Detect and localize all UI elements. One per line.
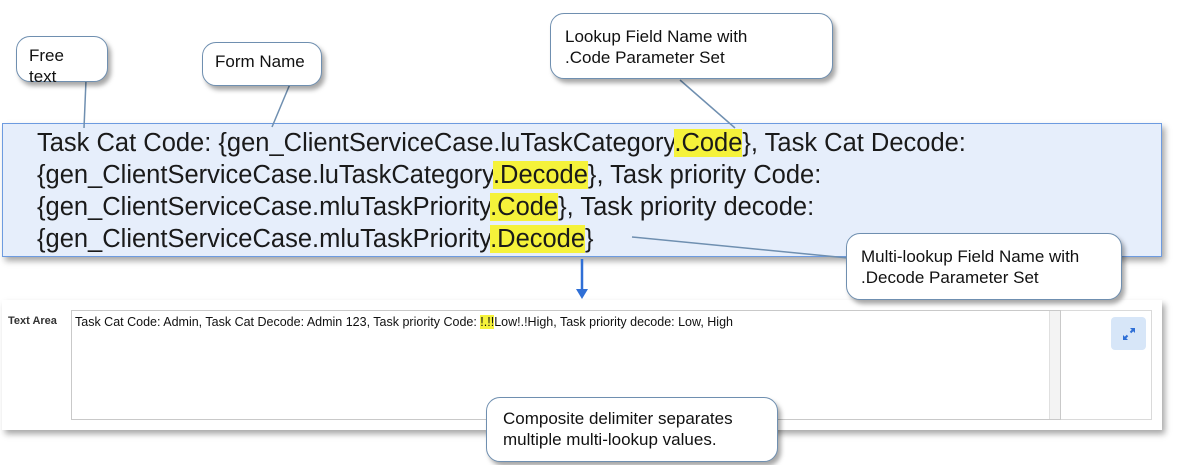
lookup-code-callout: Lookup Field Name with .Code Parameter S…	[550, 13, 833, 79]
text-area-value: Task Cat Code: Admin, Task Cat Decode: A…	[75, 315, 733, 329]
expand-icon	[1122, 327, 1135, 340]
form-name-label: Form Name	[215, 52, 305, 71]
free-text-pointer	[83, 79, 87, 129]
lookup-pointer	[679, 79, 736, 129]
formula-line-4: {gen_ClientServiceCase.mluTaskPriority.D…	[37, 225, 594, 253]
decode-parameter-highlight: .Decode	[492, 161, 588, 189]
text-area-scrollbar[interactable]	[1049, 311, 1060, 419]
multi-lookup-callout-line1: Multi-lookup Field Name with	[861, 247, 1080, 266]
text-area-label: Text Area	[8, 315, 57, 327]
lookup-callout-line2: .Code Parameter Set	[565, 48, 725, 67]
delimiter-callout-line2: multiple multi-lookup values.	[503, 430, 717, 449]
composite-delimiter-callout: Composite delimiter separates multiple m…	[486, 397, 778, 462]
expand-button[interactable]	[1111, 317, 1146, 350]
down-arrow-icon	[576, 259, 588, 299]
decode-parameter-highlight: .Decode	[490, 225, 586, 253]
lookup-callout-line1: Lookup Field Name with	[565, 27, 748, 46]
free-text-label: Free text	[29, 46, 64, 86]
form-name-pointer	[271, 83, 291, 128]
free-text-callout: Free text	[16, 36, 108, 86]
code-parameter-highlight: .Code	[674, 129, 743, 157]
composite-delimiter-highlight: !.!!	[480, 315, 495, 329]
delimiter-callout-line1: Composite delimiter separates	[503, 409, 733, 428]
multi-lookup-pointer	[631, 236, 849, 259]
code-parameter-highlight: .Code	[490, 193, 559, 221]
formula-line-2: {gen_ClientServiceCase.luTaskCategory.De…	[37, 161, 822, 189]
formula-line-1: Task Cat Code: {gen_ClientServiceCase.lu…	[37, 129, 966, 157]
multi-lookup-decode-callout: Multi-lookup Field Name with .Decode Par…	[846, 233, 1122, 300]
text-area-field[interactable]: Task Cat Code: Admin, Task Cat Decode: A…	[71, 310, 1061, 420]
formula-line-3: {gen_ClientServiceCase.mluTaskPriority.C…	[37, 193, 815, 221]
form-name-callout: Form Name	[202, 42, 322, 86]
multi-lookup-callout-line2: .Decode Parameter Set	[861, 268, 1039, 287]
